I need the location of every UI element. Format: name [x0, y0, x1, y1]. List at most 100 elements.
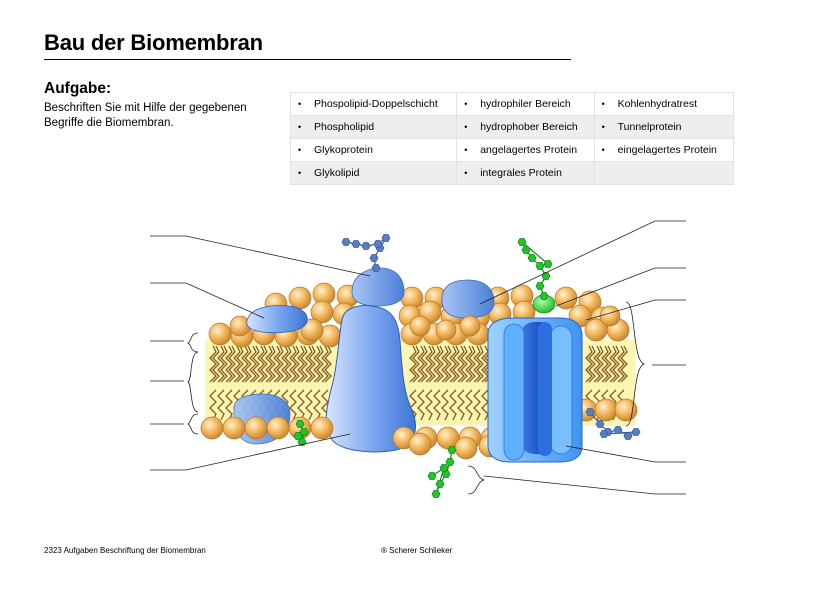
lipid-tail — [313, 389, 321, 421]
phospholipid-head — [594, 398, 618, 422]
task-text: Beschriften Sie mit Hilfe der gegebenen … — [44, 102, 247, 129]
sugar-unit — [439, 464, 449, 472]
term-row: •Phospolipid-Doppelschicht•hydrophiler B… — [289, 92, 735, 116]
lipid-tail — [276, 345, 284, 383]
sugar-unit — [527, 254, 537, 262]
term-row: •Glykoprotein•angelagertes Protein•einge… — [289, 138, 735, 162]
lipid-tail — [244, 345, 252, 383]
lipid-tail — [465, 389, 473, 421]
sugar-unit — [613, 426, 623, 434]
bullet-icon: • — [298, 99, 302, 109]
term-label: Glykoprotein — [314, 144, 373, 156]
lipid-tail — [313, 345, 321, 383]
sugar-unit — [341, 238, 351, 246]
lipid-tail — [457, 345, 465, 383]
task-heading: Aufgabe: — [44, 80, 112, 97]
sugar-unit — [295, 420, 305, 428]
lipid-tail — [257, 345, 265, 383]
lipid-tail — [260, 345, 268, 383]
lipid-tail — [476, 345, 484, 383]
lipid-tail — [209, 345, 217, 383]
sugar-unit — [447, 446, 457, 454]
lipid-tail — [217, 389, 225, 421]
phospholipid-head — [454, 436, 478, 460]
lipid-tail — [585, 345, 593, 383]
term-label: integrales Protein — [480, 167, 562, 179]
lipid-tail — [425, 345, 433, 383]
sugar-unit — [623, 432, 633, 440]
sugar-unit — [351, 240, 361, 248]
peripheral-protein-left — [246, 305, 308, 334]
lipid-tail — [436, 345, 444, 383]
sugar-unit — [535, 282, 545, 290]
lipid-tail — [249, 345, 257, 383]
lipid-tail — [441, 345, 449, 383]
term-cell: • hydrophiler Bereich — [456, 92, 595, 116]
bullet-icon: • — [601, 122, 605, 132]
lipid-tail — [612, 345, 620, 383]
lipid-tail — [433, 345, 441, 383]
term-label: hydrophiler Bereich — [480, 98, 571, 110]
lipid-tail — [233, 345, 241, 383]
sugar-unit — [441, 470, 451, 478]
lipid-tail — [449, 389, 457, 421]
lipid-tail — [284, 345, 292, 383]
sugar-unit — [445, 458, 455, 466]
lipid-tail — [593, 345, 601, 383]
peripheral-protein-top — [351, 267, 405, 307]
phospholipid-head — [200, 416, 224, 440]
sugar-unit — [435, 480, 445, 488]
term-label: Glykolipid — [314, 167, 360, 179]
sugar-unit — [517, 238, 527, 246]
lipid-tail — [236, 345, 244, 383]
phospholipid-head — [266, 416, 290, 440]
lipid-tail — [452, 345, 460, 383]
lipid-tail — [305, 389, 313, 421]
sugar-unit — [381, 234, 391, 242]
lipid-tail — [417, 389, 425, 421]
bullet-icon: • — [464, 168, 468, 178]
bullet-icon: • — [601, 99, 605, 109]
lipid-tail — [228, 345, 236, 383]
sugar-unit — [535, 262, 545, 270]
lipid-tail — [225, 345, 233, 383]
lipid-tail — [316, 345, 324, 383]
term-cell: •Phospholipid — [289, 115, 458, 139]
lipid-tail — [473, 389, 481, 421]
lipid-tail — [212, 345, 220, 383]
phospholipid-head — [435, 319, 457, 341]
phospholipid-head — [300, 318, 324, 342]
lipid-tail — [441, 389, 449, 421]
lipid-tail — [292, 345, 300, 383]
term-cell: •angelagertes Protein — [456, 138, 595, 162]
bullet-icon: • — [298, 168, 302, 178]
lipid-tail — [300, 345, 308, 383]
lipid-tail — [444, 345, 452, 383]
term-cell: • Glykolipid — [289, 161, 458, 185]
phospholipid-heads-top-front — [208, 305, 630, 348]
term-label: hydrophober Bereich — [480, 121, 578, 133]
bullet-icon: • — [464, 145, 468, 155]
lipid-tail — [457, 389, 465, 421]
lipid-tail — [265, 345, 273, 383]
title-underline — [44, 59, 571, 60]
phospholipid-head — [229, 315, 251, 337]
lipid-tail — [252, 345, 260, 383]
lipid-tail — [609, 345, 617, 383]
phospholipid-head — [222, 416, 246, 440]
term-label: Phospholipid — [314, 121, 375, 133]
lipid-tail — [209, 389, 217, 421]
carbohydrate-chains — [293, 234, 641, 498]
bullet-icon: • — [464, 99, 468, 109]
lipid-tail — [620, 345, 628, 383]
peripheral-protein-top-right — [441, 279, 495, 319]
phospholipid-head — [244, 416, 268, 440]
sugar-unit — [427, 472, 437, 480]
sugar-unit — [539, 292, 549, 300]
phospholipid-head — [459, 315, 481, 337]
lipid-tail — [433, 389, 441, 421]
lipid-tail — [324, 345, 332, 383]
lipid-tail — [281, 345, 289, 383]
phospholipid-head — [408, 432, 432, 456]
